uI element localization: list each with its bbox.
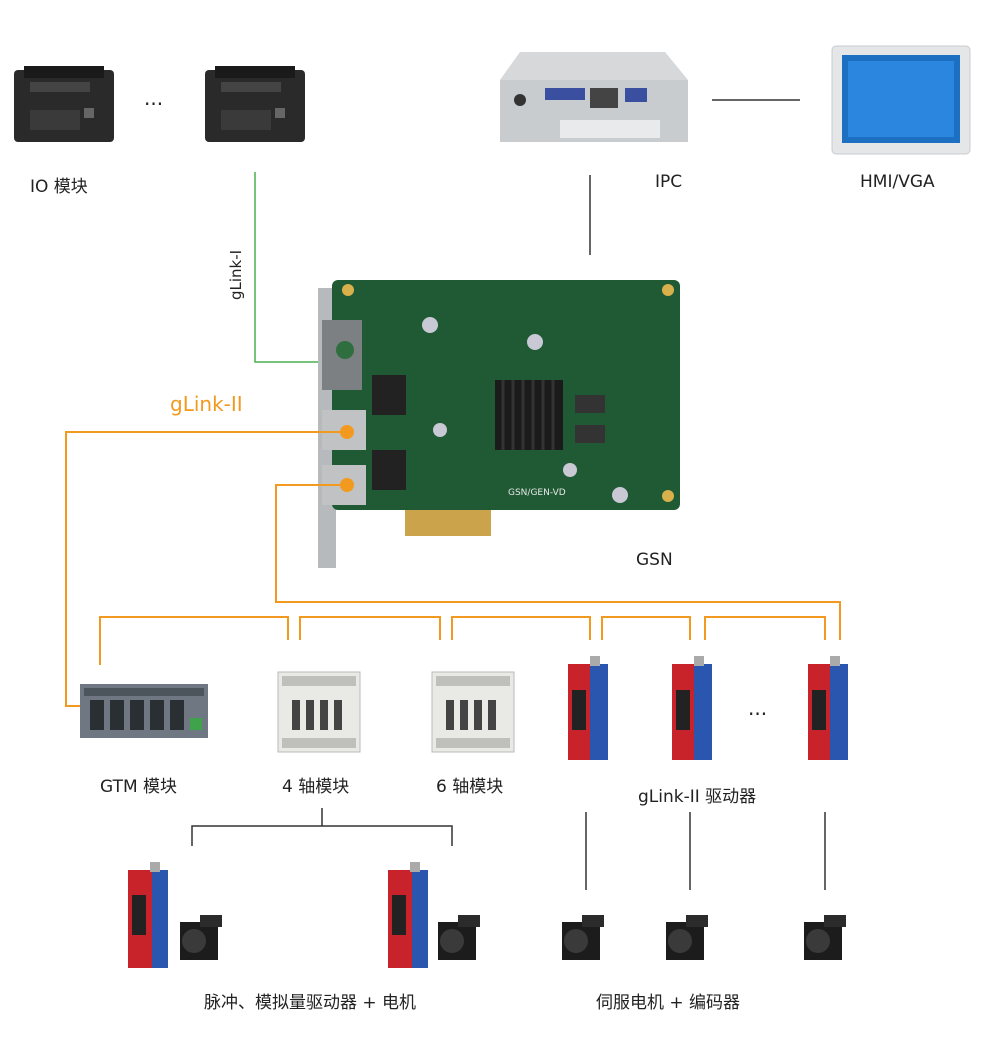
axis4-module-label: 4 轴模块 <box>282 777 350 797</box>
io-module-label: IO 模块 <box>30 177 88 197</box>
pulse-driver-1 <box>128 862 168 968</box>
board-print: GSN/GEN-VD <box>508 488 566 498</box>
servo-motor-1 <box>562 915 604 960</box>
pulse-driver-bracket <box>191 808 453 846</box>
servo-motor-2 <box>666 915 708 960</box>
ellipsis-drivers: ··· <box>748 702 768 726</box>
hmi-display <box>831 45 971 155</box>
gtm-module-label: GTM 模块 <box>100 777 178 797</box>
servo-motor-3 <box>804 915 846 960</box>
glink-ii-port-dot-1 <box>340 425 354 439</box>
ipc-device <box>500 52 688 142</box>
pulse-motor-2 <box>438 915 480 960</box>
glink-ii-driver-1 <box>568 656 608 760</box>
glink-ii-label: gLink-II <box>170 392 243 416</box>
gsn-label: GSN <box>636 550 673 570</box>
hmi-label: HMI/VGA <box>860 172 935 192</box>
glink-i-label: gLink-I <box>227 249 245 300</box>
ellipsis-top: ··· <box>144 92 164 116</box>
pulse-drivers-label: 脉冲、模拟量驱动器 + 电机 <box>204 993 417 1013</box>
pulse-driver-2 <box>388 862 428 968</box>
gsn-board <box>318 280 680 568</box>
glink-ii-driver-2 <box>672 656 712 760</box>
glink-ii-drivers-label: gLink-II 驱动器 <box>638 787 757 807</box>
axis6-module <box>431 671 515 753</box>
io-module-1 <box>14 66 114 142</box>
axis4-module <box>277 671 361 753</box>
glink-ii-port-dot-2 <box>340 478 354 492</box>
pulse-motor-1 <box>180 915 222 960</box>
ipc-label: IPC <box>655 172 683 192</box>
glink-ii-driver-3 <box>808 656 848 760</box>
axis6-module-label: 6 轴模块 <box>436 777 504 797</box>
glink-i-line <box>254 172 347 363</box>
gtm-module <box>80 684 208 738</box>
driver-motor-links <box>585 812 826 890</box>
servo-motors-label: 伺服电机 + 编码器 <box>596 993 741 1013</box>
io-module-2 <box>205 66 305 142</box>
glink-ii-lines <box>65 431 841 707</box>
